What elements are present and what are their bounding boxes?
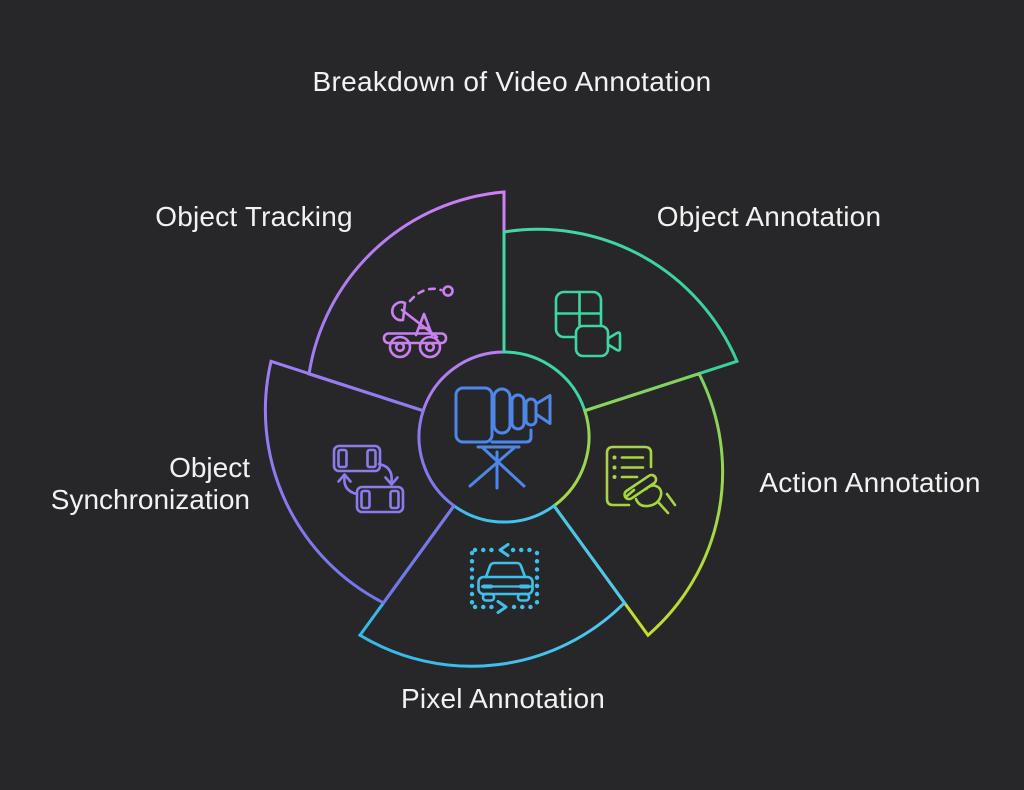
label-object-tracking: Object Tracking: [155, 201, 353, 232]
object-tracking-catapult-icon: [382, 285, 454, 359]
label-object-annotation: Object Annotation: [656, 201, 882, 232]
segment-pixel-annotation-blade: [357, 503, 627, 668]
label-object-synchronization-line2: Synchronization: [50, 484, 250, 515]
frames-grid-camera-icon: [554, 290, 622, 358]
label-action-annotation: Action Annotation: [759, 467, 981, 498]
segment-object-tracking-blade: [307, 190, 506, 413]
segment-action-annotation-blade: [551, 371, 725, 638]
segment-object-annotation-blade: [502, 227, 740, 413]
sync-film-frames-icon: [332, 444, 405, 514]
car-bounding-box-icon: [469, 543, 540, 614]
label-object-synchronization: Object Synchronization: [51, 452, 250, 516]
label-object-synchronization-line1: Object: [169, 452, 250, 483]
document-writing-hand-icon: [605, 445, 677, 515]
label-pixel-annotation: Pixel Annotation: [400, 683, 606, 714]
page-title: Breakdown of Video Annotation: [312, 66, 712, 97]
video-camera-tripod-icon: [454, 386, 552, 490]
segment-object-synchronization-blade: [263, 359, 457, 605]
